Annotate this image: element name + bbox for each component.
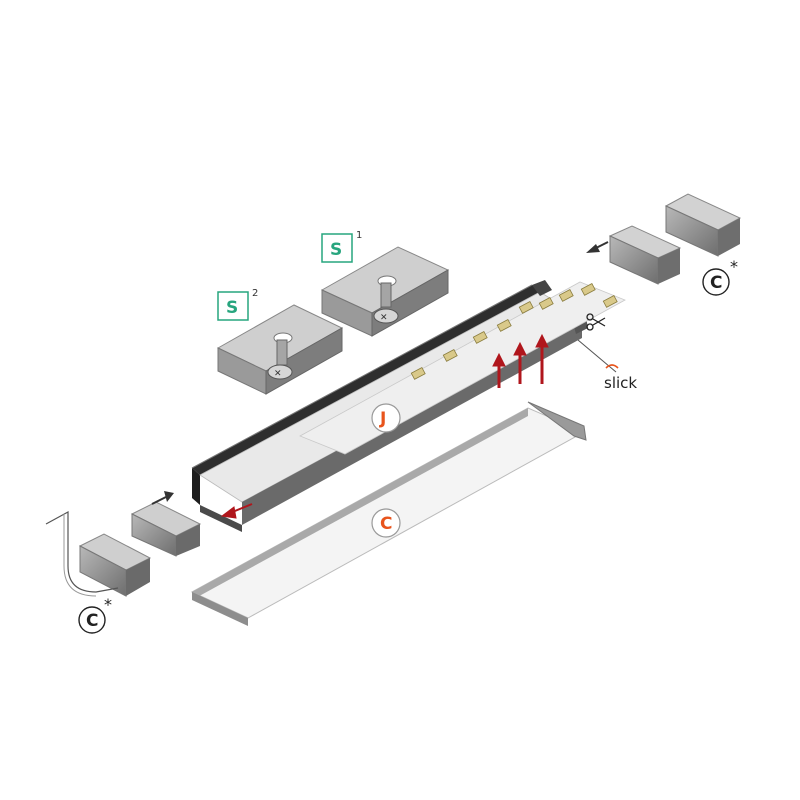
arrow-icon (151, 491, 174, 505)
slick-label: slick (577, 339, 637, 392)
svg-text:✕: ✕ (274, 369, 282, 379)
svg-text:2: 2 (252, 288, 258, 299)
label-c-end-cap-left: C * (78, 595, 112, 634)
label-c-cover: C (371, 508, 401, 538)
svg-text:S: S (226, 298, 238, 318)
mounting-clip-2: ✕ (216, 304, 344, 395)
label-s2: S 2 (217, 288, 258, 321)
svg-text:*: * (730, 257, 738, 276)
svg-text:C: C (86, 611, 98, 631)
arrow-icon (586, 241, 609, 253)
arrow-icon (492, 352, 506, 388)
insert-arrows (220, 333, 549, 519)
svg-text:1: 1 (356, 230, 362, 241)
svg-text:✕: ✕ (380, 313, 388, 323)
svg-text:C: C (710, 273, 722, 293)
arrow-icon (513, 341, 527, 384)
svg-text:S: S (330, 240, 342, 260)
label-s1: S 1 (321, 230, 362, 263)
svg-text:C: C (380, 514, 392, 534)
mounting-clip-1: ✕ (320, 246, 450, 337)
svg-text:J: J (379, 409, 386, 429)
end-cap-left (78, 501, 202, 597)
label-c-end-cap-right: C * (702, 257, 738, 296)
arrow-icon (535, 333, 549, 384)
svg-text:slick: slick (604, 374, 637, 392)
label-j: J (371, 403, 401, 433)
svg-text:*: * (104, 595, 112, 614)
scissors-icon (586, 313, 606, 331)
end-cap-right (608, 193, 742, 285)
arrow-icon (220, 503, 253, 519)
cable (45, 510, 119, 597)
